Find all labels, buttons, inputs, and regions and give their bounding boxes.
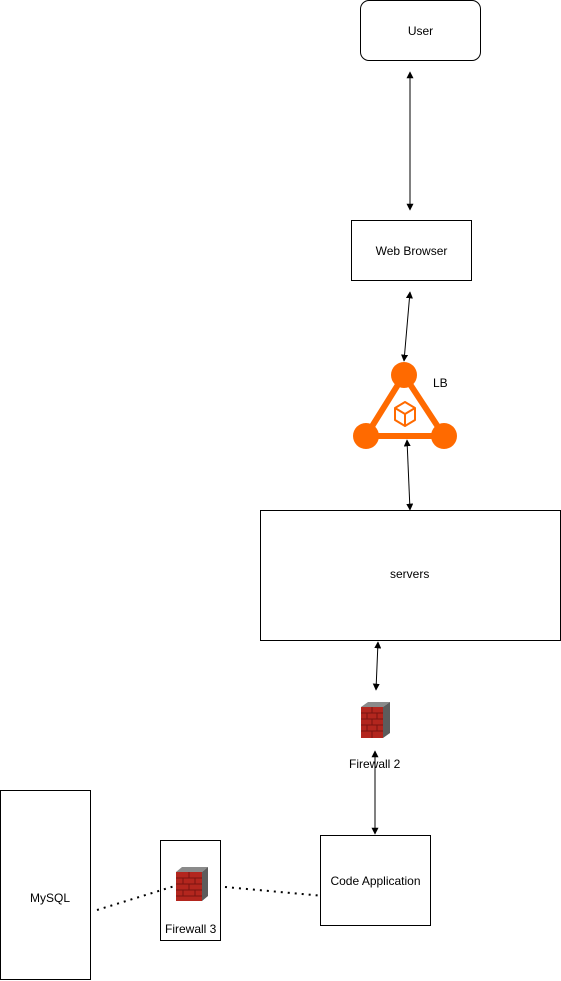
servers-container[interactable] bbox=[260, 510, 561, 641]
load-balancer-icon[interactable] bbox=[353, 362, 457, 449]
mysql-container[interactable] bbox=[0, 790, 91, 980]
user-label: User bbox=[407, 23, 434, 38]
lb-label: LB bbox=[433, 376, 448, 390]
code-application-node[interactable]: Code Application bbox=[320, 835, 431, 926]
firewall-icon[interactable] bbox=[361, 702, 390, 738]
edge-servers-firewall2[interactable] bbox=[372, 641, 382, 691]
firewall-3-label: Firewall 3 bbox=[165, 922, 217, 936]
edge-lb-servers[interactable] bbox=[403, 439, 414, 511]
web-browser-node[interactable]: Web Browser bbox=[351, 220, 472, 281]
cube-icon bbox=[394, 401, 416, 427]
edge-firewall3-code[interactable] bbox=[224, 886, 325, 897]
web-browser-label: Web Browser bbox=[375, 243, 448, 258]
user-node[interactable]: User bbox=[360, 0, 481, 61]
code-application-label: Code Application bbox=[330, 873, 421, 888]
firewall-2-label: Firewall 2 bbox=[349, 757, 401, 771]
firewall-3-container[interactable] bbox=[160, 840, 221, 941]
edge-browser-lb[interactable] bbox=[401, 291, 413, 362]
servers-label: servers bbox=[390, 567, 430, 581]
mysql-label: MySQL bbox=[30, 891, 71, 905]
edge-mysql-firewall3[interactable] bbox=[96, 884, 179, 911]
firewall-icon[interactable] bbox=[176, 867, 208, 901]
